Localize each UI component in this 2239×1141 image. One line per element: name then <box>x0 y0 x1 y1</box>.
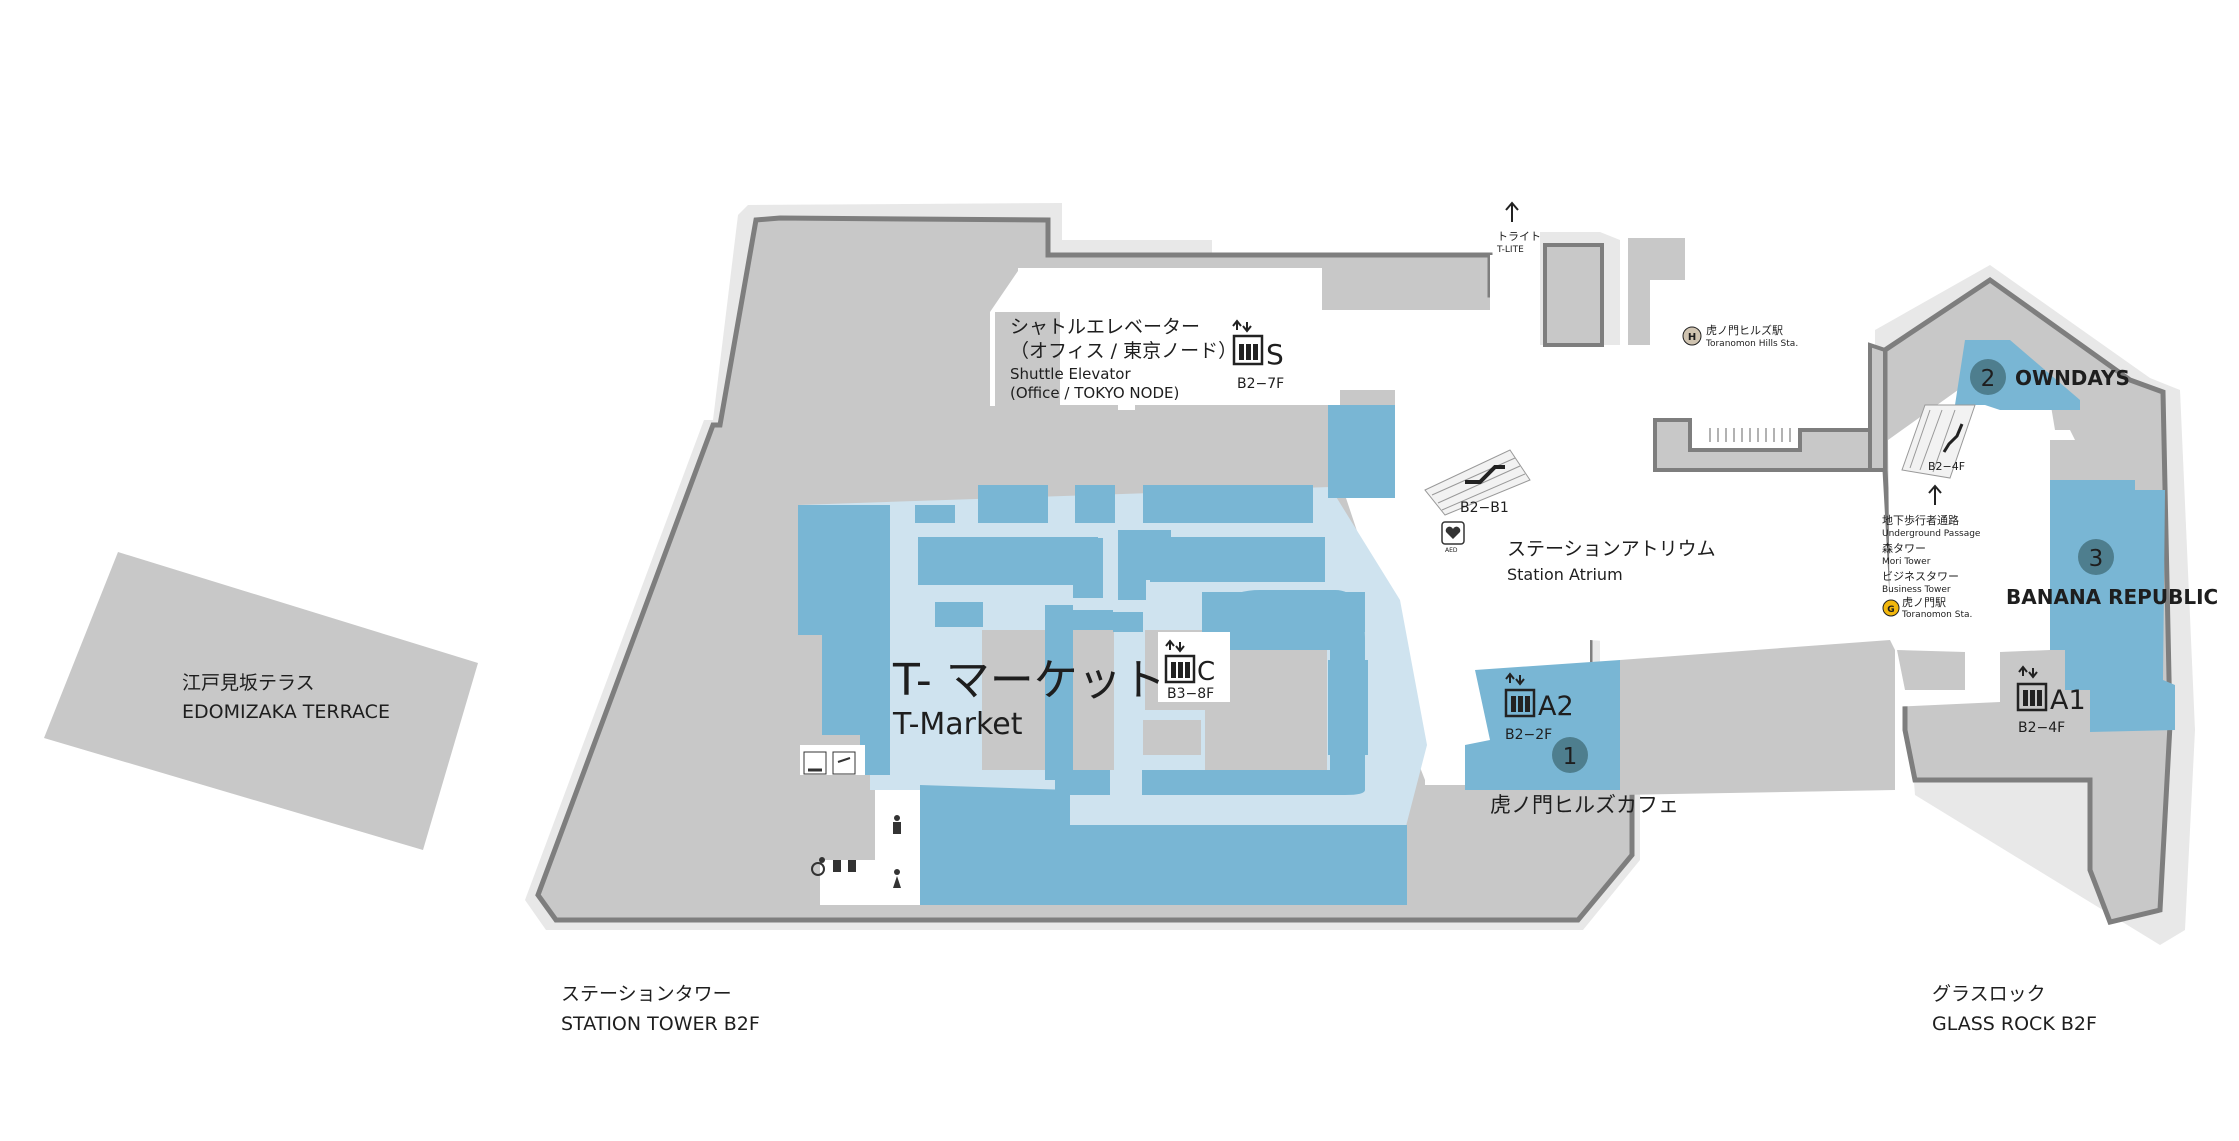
store-1-toranomon-hills-cafe[interactable]: 1 虎ノ門ヒルズカフェ <box>1465 660 1679 817</box>
elevator-icon <box>1504 672 1536 718</box>
glass-rock-name-en: GLASS ROCK B2F <box>1932 1013 2097 1035</box>
shuttle-name-en-2: (Office / TOKYO NODE) <box>1010 384 1179 402</box>
elevator-icon <box>1232 319 1264 366</box>
men-restroom-icon <box>893 815 901 834</box>
t-lite-direction[interactable]: トライト T-LITE <box>1496 201 1541 255</box>
store-2-owndays[interactable]: 2 OWNDAYS <box>1955 340 2130 410</box>
t-lite-ja: トライト <box>1497 230 1541 243</box>
shuttle-name-ja-2: （オフィス / 東京ノード） <box>1010 340 1237 362</box>
toranomon-station-icon: G <box>1887 605 1894 615</box>
station-tower-name-en: STATION TOWER B2F <box>561 1013 760 1035</box>
passage-stairs <box>1709 428 1791 442</box>
smoking-icon <box>803 751 856 775</box>
elevator-a1-floors: B2−4F <box>2018 720 2065 736</box>
store-2-number: 2 <box>1981 366 1996 392</box>
toranomon-hills-station-icon: H <box>1688 332 1696 343</box>
station-atrium-name-en: Station Atrium <box>1507 565 1623 584</box>
escalator-atrium-floors: B2−B1 <box>1460 500 1509 516</box>
t-market-name-en: T-Market <box>892 707 1023 742</box>
aed-label: AED <box>1445 547 1458 554</box>
store-3-name: BANANA REPUBLIC <box>2006 585 2218 609</box>
underground-passage-direction[interactable]: 地下歩行者通路 Underground Passage 森タワー Mori To… <box>1882 484 1981 620</box>
store-1-name: 虎ノ門ヒルズカフェ <box>1490 793 1679 817</box>
underground-ja: 地下歩行者通路 <box>1882 513 1959 527</box>
elevator-a1[interactable]: A1 B2−4F <box>2016 665 2086 736</box>
toranomon-hills-station-en: Toranomon Hills Sta. <box>1705 339 1798 349</box>
elevator-c-floors: B3−8F <box>1167 686 1214 702</box>
elevator-a2-floors: B2−2F <box>1505 727 1552 743</box>
mori-tower-en: Mori Tower <box>1882 557 1931 567</box>
t-market-name-ja: T- マーケット <box>892 655 1166 706</box>
business-tower-ja: ビジネスタワー <box>1882 570 1959 583</box>
store-3-number: 3 <box>2089 546 2104 572</box>
elevator-a2-code: A2 <box>1538 691 1574 722</box>
elevator-icon <box>1164 639 1196 684</box>
escalator-glass-rock-floors: B2−4F <box>1928 460 1965 473</box>
station-atrium-name-ja: ステーションアトリウム <box>1507 538 1716 560</box>
elevator-a1-code: A1 <box>2050 685 2086 716</box>
escalator-icon <box>1465 465 1505 484</box>
elevator-c-code: C <box>1197 657 1215 687</box>
shuttle-name-en-1: Shuttle Elevator <box>1010 365 1131 383</box>
mori-tower-ja: 森タワー <box>1882 541 1926 555</box>
t-market-shops <box>798 405 1407 905</box>
store-2-label: OWNDAYS <box>2015 366 2130 390</box>
toranomon-station-ja: 虎ノ門駅 <box>1902 596 1946 609</box>
shuttle-hall <box>990 268 1322 410</box>
underground-en: Underground Passage <box>1882 529 1981 539</box>
passage-to-glass-rock <box>1620 640 1895 795</box>
accessible-restroom-icon <box>811 857 856 876</box>
edomizaka-name-ja: 江戸見坂テラス <box>182 672 315 694</box>
escalator-icon <box>1942 423 1964 453</box>
shuttle-name-ja-1: シャトルエレベーター <box>1010 316 1200 338</box>
business-tower-en: Business Tower <box>1882 585 1951 595</box>
edomizaka-name-en: EDOMIZAKA TERRACE <box>182 701 390 723</box>
escalator-atrium[interactable]: B2−B1 <box>1424 449 1531 516</box>
elevator-c[interactable]: C B3−8F <box>1158 632 1230 702</box>
elevator-icon <box>2016 665 2048 712</box>
shuttle-floors: B2−7F <box>1237 376 1284 392</box>
store-1-number: 1 <box>1563 744 1578 770</box>
aed-icon[interactable]: AED <box>1441 521 1465 554</box>
store-3-banana-republic[interactable]: 3 BANANA REPUBLIC <box>2006 480 2218 732</box>
edomizaka-terrace-building[interactable]: 江戸見坂テラス EDOMIZAKA TERRACE <box>44 552 478 850</box>
glass-rock-name-ja: グラスロック <box>1932 983 2046 1005</box>
arrow-up-icon <box>1505 201 1519 222</box>
arrow-up-icon <box>1928 484 1942 505</box>
toranomon-station-en: Toranomon Sta. <box>1901 610 1972 620</box>
elevator-a2[interactable]: A2 B2−2F <box>1504 672 1574 743</box>
toranomon-hills-station[interactable]: H 虎ノ門ヒルズ駅 Toranomon Hills Sta. <box>1682 323 1798 349</box>
shuttle-elevator[interactable]: シャトルエレベーター （オフィス / 東京ノード） Shuttle Elevat… <box>1010 316 1284 402</box>
t-lite-en: T-LITE <box>1496 245 1524 255</box>
station-tower-name-ja: ステーションタワー <box>561 983 732 1005</box>
women-restroom-icon <box>893 869 901 888</box>
toranomon-hills-station-ja: 虎ノ門ヒルズ駅 <box>1706 323 1783 337</box>
shuttle-code: S <box>1266 338 1284 371</box>
escalator-glass-rock[interactable]: B2−4F <box>1901 404 1976 479</box>
